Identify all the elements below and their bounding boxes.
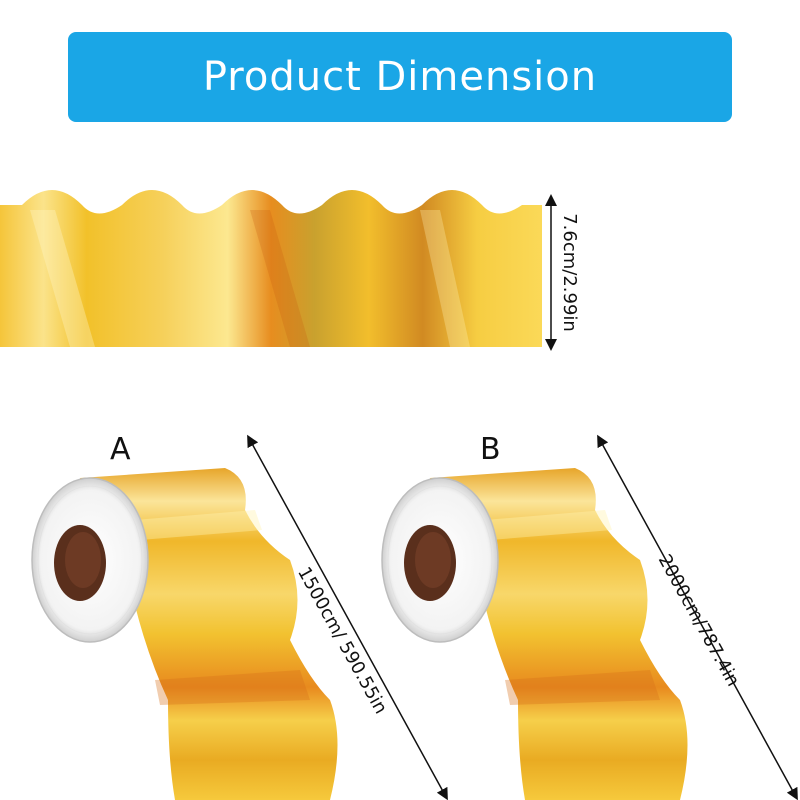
page-title: Product Dimension (202, 54, 598, 100)
border-strip (0, 190, 542, 347)
roll-a-label: A (110, 432, 131, 467)
strip-height-label: 7.6cm/2.99in (558, 213, 580, 332)
roll-b-label: B (480, 432, 501, 467)
roll-a-length-arrow (247, 434, 448, 800)
roll-b-length-arrow (597, 434, 798, 800)
title-banner: Product Dimension (68, 32, 732, 122)
